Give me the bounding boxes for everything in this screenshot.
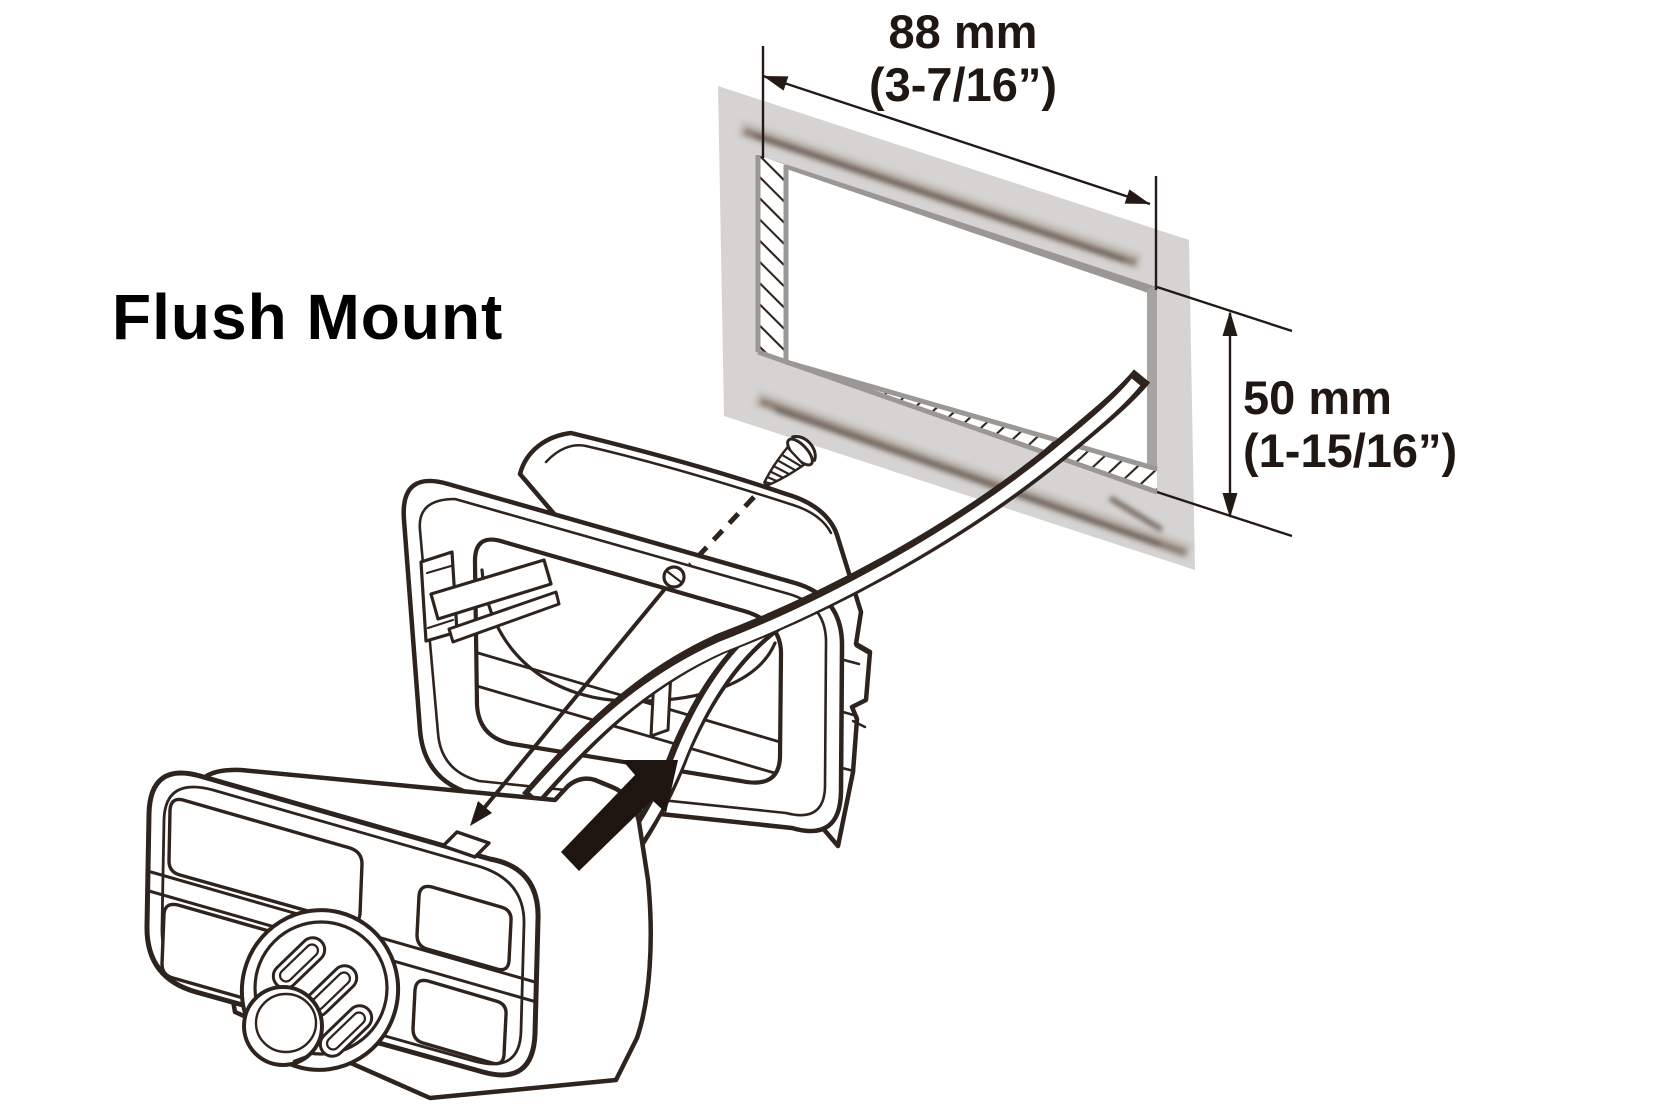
- cutout-height-label: 50 mm (1-15/16”): [1243, 371, 1458, 477]
- top-latch-tab: [441, 830, 491, 859]
- screw-guide-arrowhead-icon: [470, 801, 492, 826]
- panel-smudge-bottom: [753, 390, 1193, 560]
- button-bottom-right: [411, 978, 508, 1066]
- cutout-hole: [758, 155, 1157, 492]
- insertion-arrow-icon: [561, 760, 678, 871]
- cutout-width-imperial: (3-7/16”): [868, 57, 1058, 111]
- sleeve-latch-slots: [840, 644, 870, 773]
- screw-icon: [763, 435, 817, 487]
- cut-edge-left-hatched: [755, 155, 789, 362]
- arrowhead-up-icon: [1222, 311, 1238, 336]
- screw-guide-dashed-line: [688, 495, 756, 567]
- cutout-height-metric: 50 mm: [1243, 371, 1392, 424]
- dimension-height-lines: [1156, 285, 1293, 538]
- pad-button-1: [271, 936, 327, 990]
- arrowhead-right-icon: [1124, 189, 1150, 204]
- dimension-width-lines: [761, 46, 1158, 290]
- arrowhead-left-icon: [763, 76, 789, 91]
- cutout-width-label: 88 mm (3-7/16”): [758, 5, 1168, 111]
- head-unit: [144, 767, 653, 1101]
- screw-guide-line: [483, 588, 666, 809]
- rotary-knob: [242, 985, 324, 1067]
- wiring-cable-inner: [595, 613, 782, 867]
- cut-edge-right: [1147, 287, 1157, 492]
- wiring-cable: [522, 369, 1151, 807]
- cut-edge-top: [758, 155, 1157, 296]
- cutout-height-imperial: (1-15/16”): [1243, 423, 1458, 477]
- button-top-right: [415, 884, 513, 972]
- retainer-tabs: [419, 550, 561, 644]
- pad-button-3: [318, 1004, 374, 1058]
- panel-cutout: [718, 86, 1195, 570]
- panel-smudge-top: [737, 120, 1143, 270]
- arrowhead-down-icon: [1222, 493, 1238, 518]
- tapping-screw: [470, 435, 817, 826]
- mounting-sleeve: [401, 430, 873, 849]
- diagram-title: Flush Mount: [112, 281, 504, 353]
- cutout-width-metric: 88 mm: [888, 5, 1038, 58]
- knob-cluster: [239, 908, 401, 1072]
